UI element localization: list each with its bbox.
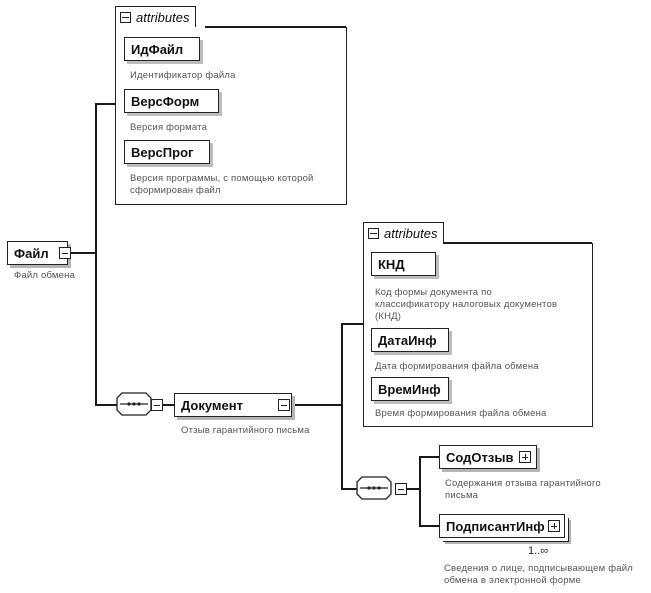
root-element-node[interactable]: Файл <box>7 241 68 265</box>
attribute-node[interactable]: ВерсПрог <box>124 140 210 164</box>
attributes-tab-document[interactable]: attributes <box>363 222 445 243</box>
attributes-label: attributes <box>384 225 438 241</box>
connector-trunk <box>95 103 97 405</box>
root-element-name: Файл <box>14 245 49 261</box>
description-line: классификатору налоговых документов <box>375 299 558 310</box>
connector-child-2 <box>419 525 439 527</box>
description-line: письма <box>445 490 479 501</box>
attribute-node[interactable]: КНД <box>371 252 436 276</box>
connector-root-attributes <box>95 103 115 105</box>
attributes-tab-root[interactable]: attributes <box>115 6 197 27</box>
panel-top-edge <box>205 26 346 28</box>
child-element-name: СодОтзыв <box>446 449 514 465</box>
cardinality-label: 1..∞ <box>528 545 549 557</box>
child-element-description: Содержания отзыва гарантийного письма <box>445 478 601 502</box>
attribute-name: ИдФайл <box>131 41 184 57</box>
panel-top-edge <box>443 242 592 244</box>
attribute-node[interactable]: ВерсФорм <box>124 89 219 113</box>
attribute-description: Дата формирования файла обмена <box>375 361 539 372</box>
document-element-node[interactable]: Документ <box>174 393 292 417</box>
sequence-compositor-icon[interactable] <box>116 392 158 416</box>
plus-box-icon[interactable] <box>548 520 560 532</box>
attributes-label: attributes <box>136 9 190 25</box>
attribute-description: Версия программы, с помощью которой сфор… <box>130 173 314 197</box>
description-line: сформирован файл <box>130 185 221 196</box>
minus-box-icon[interactable] <box>395 483 407 495</box>
child-element-description: Сведения о лице, подписывающем файл обме… <box>444 563 633 587</box>
minus-box-icon[interactable] <box>368 227 379 239</box>
child-element-name: ПодписантИнф <box>446 518 545 534</box>
child-element-node[interactable]: ПодписантИнф <box>439 514 565 538</box>
connector-seq-document <box>162 404 174 406</box>
description-line: Сведения о лице, подписывающем файл <box>444 563 633 574</box>
connector-children-trunk <box>419 456 421 526</box>
connector-root <box>71 252 96 254</box>
attribute-description: Время формирования файла обмена <box>375 408 547 419</box>
sequence-compositor-icon[interactable] <box>356 476 398 500</box>
document-element-name: Документ <box>181 397 243 413</box>
description-line: (КНД) <box>375 311 402 322</box>
description-line: Код формы документа по <box>375 287 492 298</box>
plus-box-icon[interactable] <box>519 451 531 463</box>
connector-doc-attributes <box>341 323 363 325</box>
minus-box-icon[interactable] <box>151 399 163 411</box>
child-element-node[interactable]: СодОтзыв <box>439 445 537 469</box>
root-element-description: Файл обмена <box>14 270 76 281</box>
attribute-description: Версия формата <box>130 122 208 133</box>
attribute-description: Код формы документа по классификатору на… <box>375 287 557 323</box>
connector-doc-sequence <box>341 488 359 490</box>
attribute-name: ДатаИнф <box>378 332 437 348</box>
attribute-description: Идентификатор файла <box>130 70 236 81</box>
attribute-name: КНД <box>378 256 405 272</box>
description-line: Содержания отзыва гарантийного <box>445 478 601 489</box>
description-line: обмена в электронной форме <box>444 575 581 586</box>
attribute-node[interactable]: ИдФайл <box>124 37 200 61</box>
connector-document <box>287 404 342 406</box>
attribute-name: ВремИнф <box>378 381 441 397</box>
connector-seq2 <box>406 488 420 490</box>
connector-root-sequence <box>95 404 117 406</box>
document-element-description: Отзыв гарантийного письма <box>181 425 310 436</box>
minus-box-icon[interactable] <box>59 247 71 259</box>
attribute-name: ВерсФорм <box>131 93 200 109</box>
connector-child-1 <box>419 456 439 458</box>
attribute-name: ВерсПрог <box>131 144 194 160</box>
attribute-node[interactable]: ДатаИнф <box>371 328 449 352</box>
minus-box-icon[interactable] <box>278 399 290 411</box>
connector-trunk2 <box>341 323 343 489</box>
attribute-node[interactable]: ВремИнф <box>371 377 449 401</box>
description-line: Версия программы, с помощью которой <box>130 173 314 184</box>
minus-box-icon[interactable] <box>120 11 131 23</box>
